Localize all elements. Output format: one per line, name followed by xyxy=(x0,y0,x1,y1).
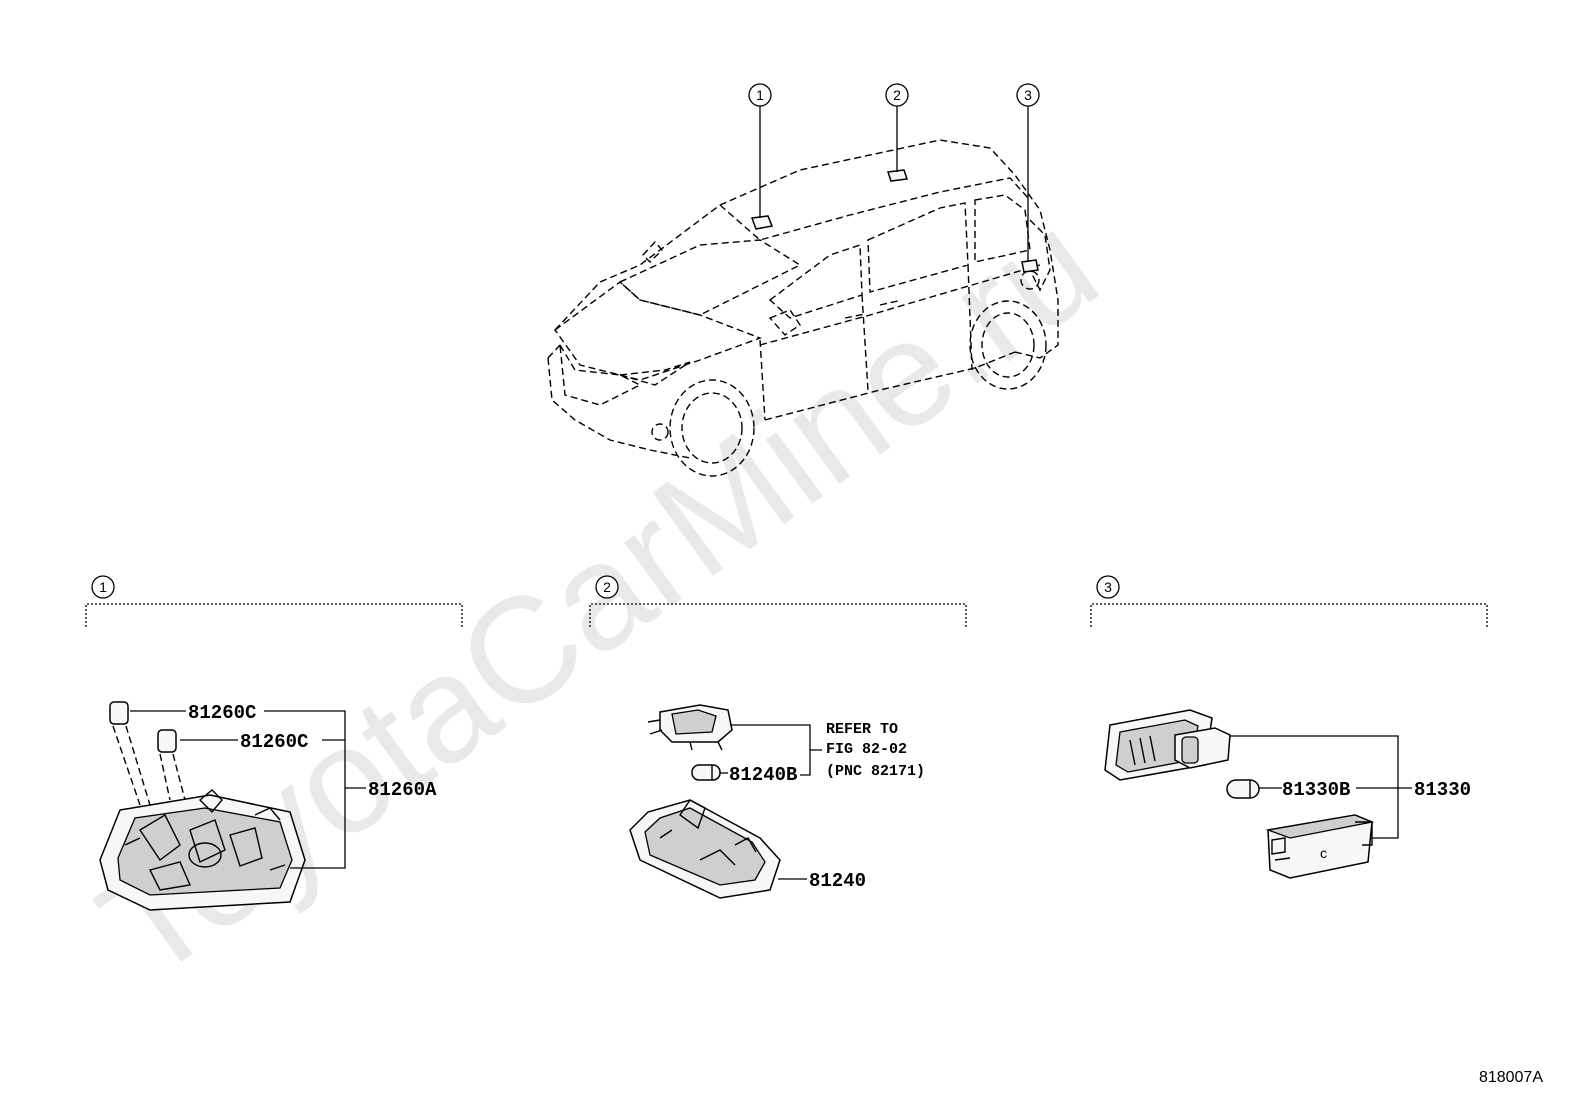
group-3-number: 3 xyxy=(1104,579,1112,595)
svg-text:c: c xyxy=(1320,845,1327,861)
bulb-81260C-a xyxy=(109,701,151,806)
roof-lamp-marker-2 xyxy=(886,169,909,182)
group-2-number: 2 xyxy=(603,579,611,595)
part-label-81330: 81330 xyxy=(1414,779,1471,801)
part-label-81330B: 81330B xyxy=(1282,779,1350,801)
figure-id: 818007A xyxy=(1479,1069,1543,1086)
map-lamp-assembly-81260A xyxy=(99,789,306,911)
group-3: 3 c 81330B 81330 xyxy=(1090,575,1488,879)
reference-note-line-1: REFER TO xyxy=(826,721,898,738)
part-label-81260C-b: 81260C xyxy=(240,731,308,753)
bulb-81260C-b xyxy=(157,729,186,801)
bulb-81330B xyxy=(1226,779,1260,799)
reference-note-line-3: (PNC 82171) xyxy=(826,763,925,780)
svg-text:2: 2 xyxy=(893,87,901,103)
svg-text:3: 3 xyxy=(1024,87,1032,103)
part-label-81260A: 81260A xyxy=(368,779,437,801)
cargo-lamp-marker-3 xyxy=(1021,259,1039,273)
part-label-81240: 81240 xyxy=(809,870,866,892)
group-1-number: 1 xyxy=(99,579,107,595)
callout-2: 2 xyxy=(885,83,909,172)
part-label-81260C-a: 81260C xyxy=(188,702,256,724)
callout-3: 3 xyxy=(1016,83,1040,262)
group-1: 1 81260C 81260C 81260A xyxy=(85,575,463,911)
part-label-81240B: 81240B xyxy=(729,764,797,786)
svg-text:1: 1 xyxy=(756,87,764,103)
socket-wiring xyxy=(647,704,733,751)
group-2: 2 81240B 81240 REFER TO FIG 82-02 (PNC 8… xyxy=(589,575,967,899)
cargo-lamp-housing: c xyxy=(1265,814,1375,879)
room-lamp-assembly-81240 xyxy=(629,799,781,899)
roof-lamp-marker-1 xyxy=(750,215,774,230)
vehicle-outline xyxy=(547,139,1059,477)
cargo-lamp-lens xyxy=(1104,709,1231,781)
reference-note-line-2: FIG 82-02 xyxy=(826,741,907,758)
bulb-81240B xyxy=(691,764,721,781)
callout-1: 1 xyxy=(748,83,772,218)
